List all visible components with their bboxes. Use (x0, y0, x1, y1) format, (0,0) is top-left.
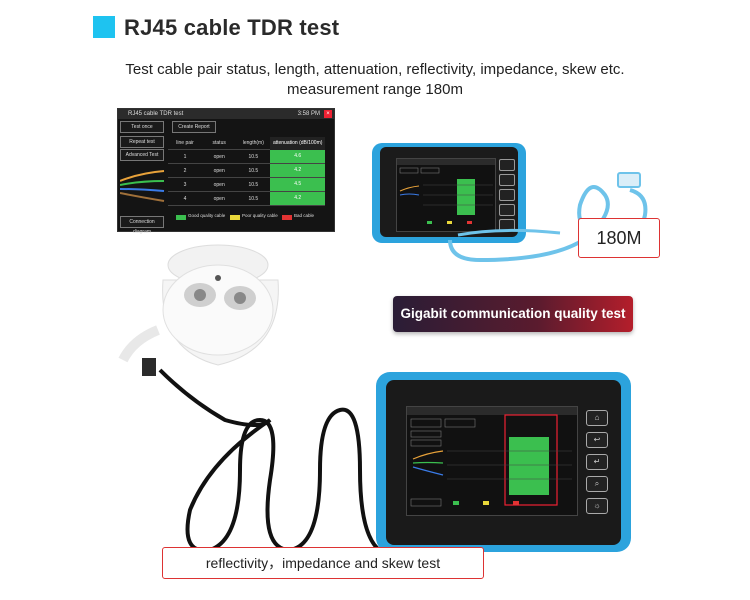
cell-length: 10.5 (248, 167, 259, 174)
screen-time: 3:58 PM (297, 111, 320, 117)
gigabit-banner: Gigabit communication quality test (393, 296, 633, 332)
back-key[interactable] (499, 174, 515, 186)
range-callout: 180M (578, 218, 660, 258)
cell-length: 10.5 (248, 153, 259, 160)
title-accent-block (93, 16, 115, 38)
cell-status: open (213, 195, 225, 202)
cell-length: 10.5 (248, 195, 259, 202)
legend-good-swatch (176, 215, 186, 220)
tdr-results-table: line pair status length(m) attenuation (… (168, 136, 325, 206)
device-screen (406, 406, 578, 516)
advanced-test-button[interactable]: Advanced Test (120, 149, 164, 161)
subtitle-line-2: measurement range 180m (287, 81, 463, 98)
device-screen (396, 158, 496, 232)
cell-attenuation: 4.6 (270, 150, 325, 163)
device-body: ⌂ ↩ ↵ ⌕ ☼ (386, 380, 621, 545)
page-title: RJ45 cable TDR test (124, 15, 340, 40)
cell-attenuation: 4.2 (270, 192, 325, 205)
legend-good: Good quality cable (188, 213, 226, 218)
col-length: length(m) (242, 140, 264, 146)
wire-pair-illustration (120, 170, 165, 202)
enter-key[interactable] (499, 189, 515, 201)
table-row: 4 open 10.5 4.2 (168, 192, 325, 206)
test-once-button[interactable]: Test once (120, 121, 164, 133)
dome-camera (118, 244, 279, 376)
repeat-test-button[interactable]: Repeat test (120, 136, 164, 148)
screen-thumbnail (407, 407, 577, 507)
table-header-row: line pair status length(m) attenuation (… (168, 136, 325, 150)
search-key[interactable] (499, 204, 515, 216)
cell-length: 10.5 (248, 181, 259, 188)
device-keypad: ⌂ ↩ ↵ ⌕ ☼ (586, 410, 608, 520)
col-attenuation: attenuation (dB/100m) (270, 136, 325, 150)
create-report-button[interactable]: Create Report (172, 121, 216, 133)
screen-thumbnail (397, 159, 495, 224)
tester-device-large: ⌂ ↩ ↵ ⌕ ☼ (376, 372, 631, 552)
search-icon[interactable]: ⌕ (586, 476, 608, 492)
cell-pair: 2 (183, 167, 187, 174)
back-icon[interactable]: ↩ (586, 432, 608, 448)
enter-icon[interactable]: ↵ (586, 454, 608, 470)
legend-poor: Poor quality cable (242, 213, 278, 218)
bottom-caption: reflectivity，impedance and skew test (162, 547, 484, 579)
device-body (380, 147, 518, 237)
cell-pair: 4 (183, 195, 187, 202)
legend-bad-swatch (282, 215, 292, 220)
col-line-pair: line pair (176, 140, 194, 146)
camera-cable (158, 368, 391, 557)
connection-diagram-button[interactable]: Connection diagram (120, 216, 164, 235)
page-subtitle: Test cable pair status, length, attenuat… (100, 60, 650, 100)
cell-status: open (213, 153, 225, 160)
screen-status-bar: RJ45 cable TDR test 3:58 PM × (118, 109, 334, 119)
cell-pair: 1 (183, 153, 187, 160)
cell-status: open (213, 167, 225, 174)
close-icon[interactable]: × (324, 110, 332, 118)
legend-poor-swatch (230, 215, 240, 220)
cell-status: open (213, 181, 225, 188)
cell-attenuation: 4.5 (270, 178, 325, 191)
subtitle-line-1: Test cable pair status, length, attenuat… (125, 61, 625, 78)
cell-pair: 3 (183, 181, 187, 188)
home-icon[interactable]: ⌂ (586, 410, 608, 426)
legend-bad: Bad cable (294, 213, 315, 218)
home-key[interactable] (499, 159, 515, 171)
tester-device-small (372, 143, 526, 243)
cell-attenuation: 4.2 (270, 164, 325, 177)
screen-title: RJ45 cable TDR test (128, 111, 184, 117)
light-icon[interactable]: ☼ (586, 498, 608, 514)
device-keypad (499, 159, 515, 231)
table-row: 2 open 10.5 4.2 (168, 164, 325, 178)
table-row: 1 open 10.5 4.6 (168, 150, 325, 164)
table-row: 3 open 10.5 4.5 (168, 178, 325, 192)
col-status: status (212, 140, 226, 146)
